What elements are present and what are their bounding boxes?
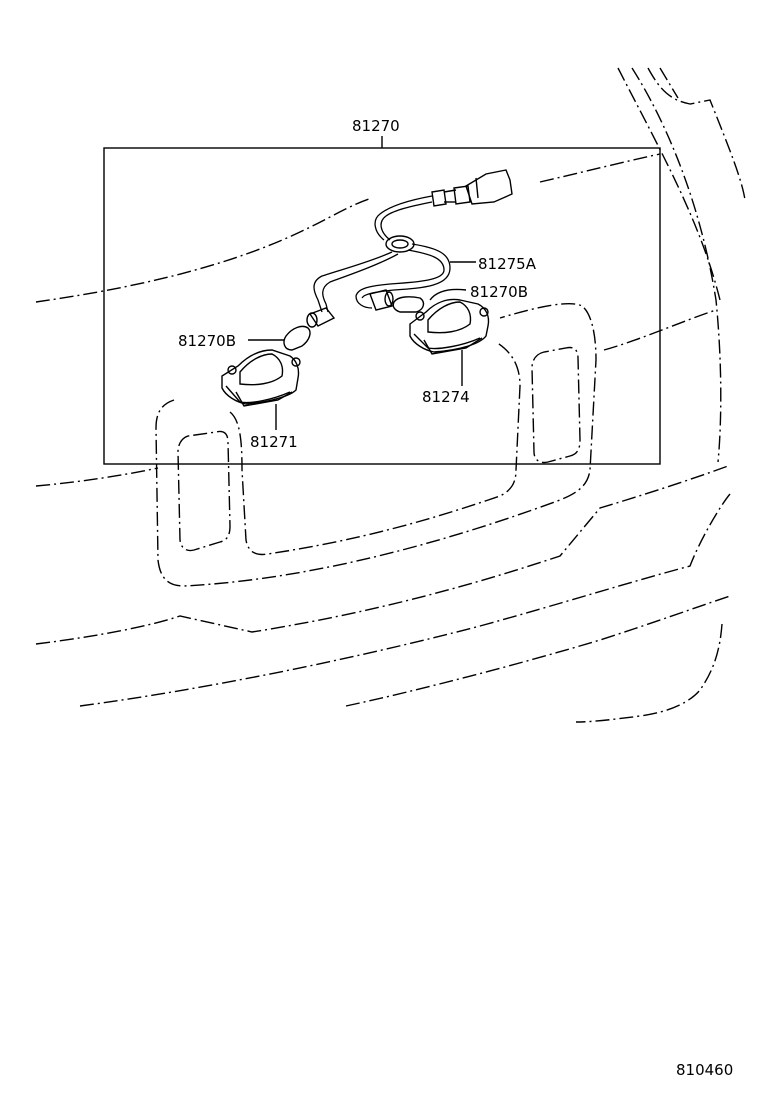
lamp-left — [221, 349, 301, 407]
label-bulb-right: 81270B — [470, 283, 528, 301]
bulb-right — [392, 296, 425, 313]
vehicle-body-outline — [35, 67, 746, 723]
bulb-left — [283, 325, 311, 351]
label-lamp-right: 81274 — [422, 388, 470, 406]
label-lamp-left: 81271 — [250, 433, 298, 451]
label-assembly: 81270 — [352, 117, 400, 135]
figure-code: 810460 — [676, 1061, 733, 1079]
wire-harness — [306, 169, 513, 328]
label-bulb-left: 81270B — [178, 332, 236, 350]
leader-lines — [248, 136, 476, 430]
label-socket-wire: 81275A — [478, 255, 537, 273]
assembly-box — [103, 147, 661, 465]
lamp-right — [409, 298, 490, 355]
